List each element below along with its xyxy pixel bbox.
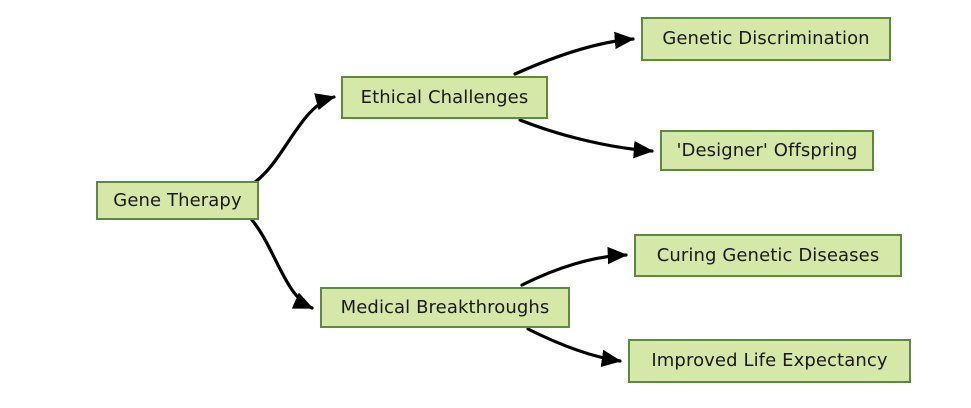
node-label: Ethical Challenges	[360, 86, 529, 108]
edge-ethical-to-discrimination	[513, 31, 635, 76]
edge-ethical-to-designer	[518, 118, 654, 159]
node-label: 'Designer' Offspring	[676, 139, 858, 161]
node-label: Medical Breakthroughs	[340, 296, 550, 318]
node-genetic-discrimination[interactable]: Genetic Discrimination	[641, 17, 891, 61]
node-label: Curing Genetic Diseases	[656, 244, 880, 266]
edge-medical-to-curing	[520, 246, 628, 287]
node-label: Gene Therapy	[113, 189, 242, 211]
edge-medical-to-expectancy	[526, 327, 622, 368]
node-medical-breakthroughs[interactable]: Medical Breakthroughs	[320, 287, 570, 328]
edge-root-to-ethical	[253, 93, 336, 184]
node-label: Improved Life Expectancy	[651, 350, 888, 371]
edge-root-to-medical	[250, 218, 314, 310]
node-improved-life-expectancy[interactable]: Improved Life Expectancy	[628, 339, 911, 383]
node-curing-genetic-diseases[interactable]: Curing Genetic Diseases	[634, 234, 902, 277]
node-ethical-challenges[interactable]: Ethical Challenges	[341, 76, 548, 119]
node-designer-offspring[interactable]: 'Designer' Offspring	[660, 130, 874, 171]
node-gene-therapy[interactable]: Gene Therapy	[96, 181, 259, 220]
node-label: Genetic Discrimination	[662, 28, 870, 49]
